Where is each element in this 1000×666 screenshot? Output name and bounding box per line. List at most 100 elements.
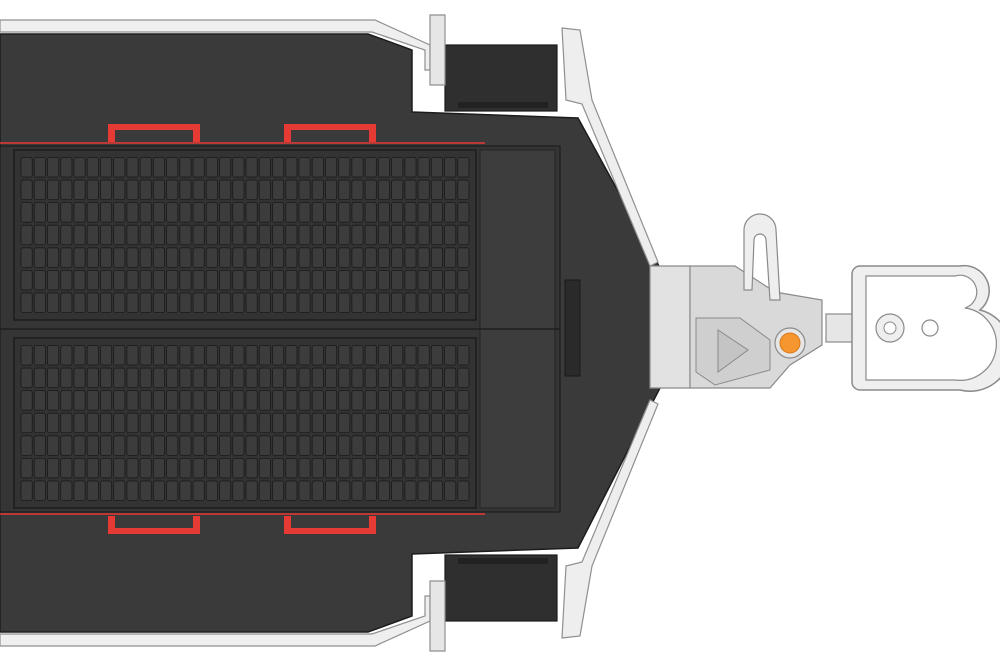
grate-cell [60, 457, 73, 479]
grate-cell [73, 247, 86, 268]
grate-cell [47, 269, 60, 291]
grate-cell [325, 269, 338, 291]
grate-cell [311, 457, 324, 479]
grate-cell [232, 269, 245, 291]
grate-cell [258, 345, 271, 366]
grate-cell [391, 179, 404, 201]
grate-cell [391, 412, 404, 434]
grate-cell [417, 179, 430, 201]
grate-cell [73, 412, 86, 434]
grate-cell [47, 435, 60, 456]
grate-cell [364, 292, 377, 313]
grate-cell [391, 390, 404, 411]
grate-cell [245, 224, 258, 246]
grate-cell [219, 224, 232, 246]
grate-cell [152, 457, 165, 479]
grate-cell [457, 157, 470, 178]
grate-cell [33, 390, 46, 411]
grate-cell [20, 292, 33, 313]
grate-cell [205, 157, 218, 178]
side-box-top [444, 44, 558, 112]
grate-cell [391, 480, 404, 501]
grate-cell [377, 269, 390, 291]
grate-cell [245, 179, 258, 201]
grate-cell [219, 435, 232, 456]
grate-cell [219, 269, 232, 291]
grate-cell [47, 457, 60, 479]
grate-cell [245, 457, 258, 479]
grate-cell [73, 224, 86, 246]
grate-cell [100, 435, 113, 456]
grate-cell [298, 367, 311, 389]
grate-cell [377, 480, 390, 501]
grate-cell [20, 269, 33, 291]
grate-cell [351, 457, 364, 479]
grate-cell [444, 367, 457, 389]
grate-cell [47, 412, 60, 434]
grate-cell [457, 390, 470, 411]
grate-cell [100, 457, 113, 479]
grate-cell [391, 292, 404, 313]
grate-cell [100, 157, 113, 178]
grate-cell [351, 367, 364, 389]
grate-cell [245, 269, 258, 291]
grate-cell [139, 367, 152, 389]
grate-cell [417, 345, 430, 366]
grate-cell [60, 412, 73, 434]
grate-cell [404, 480, 417, 501]
grate-cell [86, 157, 99, 178]
grate-cell [444, 345, 457, 366]
grate-cell [86, 367, 99, 389]
grate-cell [457, 202, 470, 223]
grate-cell [325, 224, 338, 246]
grate-cell [86, 412, 99, 434]
grate-cell [86, 480, 99, 501]
grate-cell [166, 480, 179, 501]
grate-cell [232, 457, 245, 479]
grate-cell [60, 202, 73, 223]
grate-cell [152, 247, 165, 268]
nose-rail-top [561, 27, 659, 267]
grate-cell [338, 480, 351, 501]
grate-cell [338, 292, 351, 313]
grate-cell [285, 224, 298, 246]
grate-cell [351, 179, 364, 201]
grate-cell [430, 345, 443, 366]
grate-cell [377, 412, 390, 434]
grate-cell [272, 247, 285, 268]
grate-cell [364, 345, 377, 366]
grate-cell [404, 224, 417, 246]
grate-cell [86, 247, 99, 268]
grate-cell [325, 435, 338, 456]
grate-cell [47, 292, 60, 313]
grate-cell [113, 480, 126, 501]
grate-cell [205, 390, 218, 411]
grate-cell [60, 435, 73, 456]
grate-cell [60, 367, 73, 389]
grate-cell [351, 224, 364, 246]
grate-cell [60, 480, 73, 501]
grate-cell [245, 435, 258, 456]
grate-cell [139, 202, 152, 223]
grate-cell [364, 435, 377, 456]
grate-cell [285, 179, 298, 201]
grate-cell [47, 480, 60, 501]
grate-cell [33, 457, 46, 479]
grate-cell [33, 345, 46, 366]
grate-cell [100, 269, 113, 291]
grate-cell [126, 367, 139, 389]
grate-cell [73, 457, 86, 479]
nose-bracket [564, 279, 581, 377]
grate-cell [113, 202, 126, 223]
grate-cell [351, 269, 364, 291]
grate-cell [258, 247, 271, 268]
grate-cell [285, 247, 298, 268]
grate-cell [391, 435, 404, 456]
grate-cell [152, 412, 165, 434]
grate-cell [205, 367, 218, 389]
grate-cell [325, 202, 338, 223]
grate-cell [351, 202, 364, 223]
grate-cell [192, 390, 205, 411]
grate-cell [338, 345, 351, 366]
grate-cell [179, 412, 192, 434]
